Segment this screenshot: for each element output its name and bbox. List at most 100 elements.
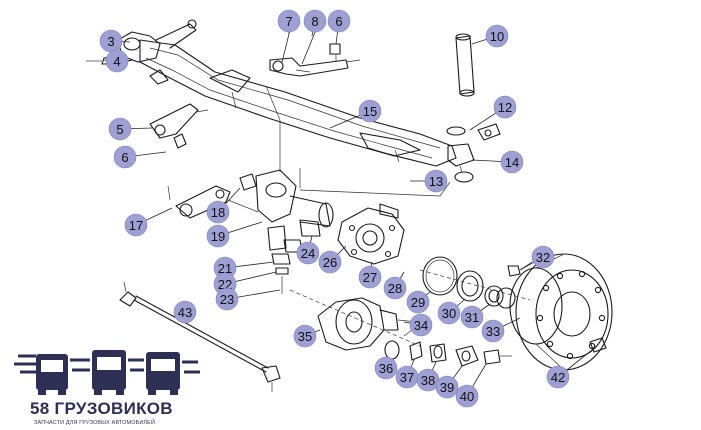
callout-circle: [173, 300, 197, 324]
callout-circle: [500, 150, 524, 174]
callout-number: 38: [421, 373, 435, 388]
truck-icon: [146, 352, 180, 395]
callout-27: 27: [358, 261, 382, 289]
callout-number: 32: [536, 250, 550, 265]
callout-circle: [481, 319, 505, 343]
steering-arm: [269, 29, 361, 77]
callout-number: 33: [486, 324, 500, 339]
callout-circle: [455, 384, 479, 408]
truck-icon: [92, 350, 126, 395]
callout-number: 5: [116, 122, 123, 137]
center-lines: [289, 168, 531, 347]
callout-number: 26: [323, 255, 337, 270]
callout-circle: [303, 9, 327, 33]
callout-number: 40: [460, 389, 474, 404]
callout-number: 4: [113, 54, 120, 69]
callout-circle: [293, 324, 317, 348]
callout-42: 42: [546, 349, 593, 389]
tie-rod: [119, 281, 281, 392]
callout-number: 27: [363, 270, 377, 285]
callout-circle: [460, 305, 484, 329]
callout-10: 10: [471, 24, 509, 48]
callout-number: 30: [442, 306, 456, 321]
callout-number: 14: [505, 155, 519, 170]
callout-circle: [206, 200, 230, 224]
callout-circle: [108, 117, 132, 141]
callout-38: 38: [416, 361, 440, 392]
callout-number: 39: [440, 380, 454, 395]
bolt-stack: [271, 239, 303, 294]
axle-beam: [139, 39, 457, 167]
callout-number: 18: [211, 205, 225, 220]
callout-number: 15: [363, 104, 377, 119]
callout-circle: [105, 49, 129, 73]
callout-circle: [318, 250, 342, 274]
cap-42: [589, 337, 607, 353]
callout-number: 31: [465, 310, 479, 325]
callout-circle: [485, 24, 509, 48]
callout-number: 34: [414, 318, 428, 333]
callout-circle: [409, 313, 433, 337]
callout-number: 12: [498, 100, 512, 115]
brake-anchor-plate: [337, 203, 405, 265]
callout-5: 5: [108, 117, 153, 141]
callout-circle: [206, 224, 230, 248]
callout-13: 13: [410, 169, 448, 193]
callout-32: 32: [519, 245, 555, 271]
callout-number: 23: [220, 292, 234, 307]
callout-number: 35: [298, 329, 312, 344]
callout-17: 17: [124, 207, 173, 237]
callout-circle: [215, 287, 239, 311]
wheel-hub: [317, 297, 419, 351]
brake-drum: [509, 253, 613, 371]
callout-31: 31: [460, 303, 491, 329]
callout-circle: [383, 276, 407, 300]
callout-24: 24: [296, 235, 320, 265]
lower-arm-left: [149, 103, 209, 149]
callout-circle: [435, 375, 459, 399]
callout-35: 35: [293, 324, 321, 348]
callout-circle: [437, 301, 461, 325]
callout-36: 36: [374, 356, 398, 380]
callout-number: 3: [107, 34, 114, 49]
brake-seal: [422, 256, 458, 296]
callout-29: 29: [406, 290, 431, 314]
callout-43: 43: [173, 300, 197, 324]
callout-3: 3: [99, 29, 131, 53]
callout-37: 37: [395, 359, 419, 389]
callout-14: 14: [471, 150, 524, 174]
logo-tagline: ЗАПЧАСТИ ДЛЯ ГРУЗОВЫХ АВТОМОБИЛЕЙ: [34, 418, 155, 426]
callout-8: 8: [303, 9, 327, 37]
callout-18: 18: [206, 187, 241, 224]
callout-34: 34: [403, 313, 433, 337]
brand-logo: 58 ГРУЗОВИКОВ ЗАПЧАСТИ ДЛЯ ГРУЗОВЫХ АВТО…: [14, 350, 200, 426]
callout-40: 40: [455, 363, 487, 408]
callout-number: 19: [211, 229, 225, 244]
callout-30: 30: [437, 299, 465, 325]
callout-39: 39: [435, 365, 463, 399]
small-parts-stack: [384, 329, 512, 367]
bearing: [484, 285, 516, 309]
callout-number: 6: [335, 14, 342, 29]
callout-number: 17: [129, 218, 143, 233]
callout-number: 21: [218, 261, 232, 276]
callout-circle: [374, 356, 398, 380]
callout-21: 21: [213, 256, 275, 280]
callout-number: 43: [178, 305, 192, 320]
callout-number: 36: [379, 361, 393, 376]
callout-19: 19: [206, 221, 263, 248]
callout-circle: [546, 365, 570, 389]
callout-number: 37: [400, 370, 414, 385]
bearing-ring: [456, 270, 484, 302]
callout-number: 24: [301, 246, 315, 261]
callout-circle: [113, 145, 137, 169]
callout-circle: [531, 245, 555, 269]
callout-circle: [406, 290, 430, 314]
callout-number: 7: [285, 14, 292, 29]
callout-number: 6: [121, 150, 128, 165]
logo-name: 58 ГРУЗОВИКОВ: [30, 399, 173, 418]
left-upper-knuckle: [86, 19, 197, 85]
callout-number: 29: [411, 295, 425, 310]
